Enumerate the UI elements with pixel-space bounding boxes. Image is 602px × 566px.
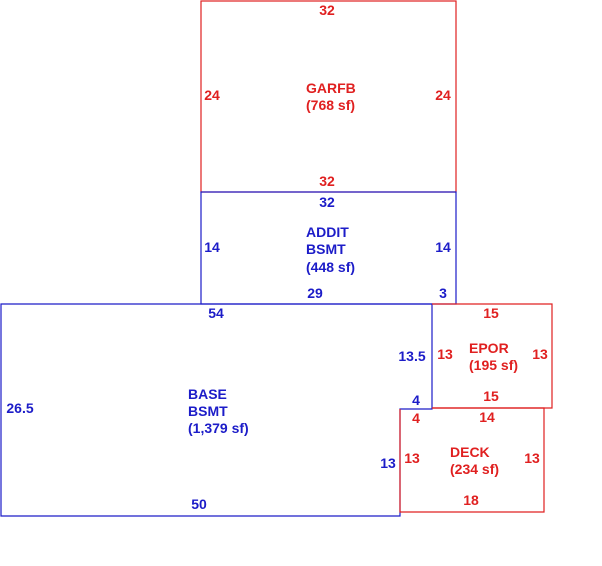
area-addit-bsmt: ADDIT BSMT (448 sf) 32 14 14 29 3 [200,191,457,305]
base-dim-left: 26.5 [6,400,33,416]
base-area: (1,379 sf) [188,420,249,436]
epor-area: (195 sf) [469,357,518,373]
deck-dim-left: 13 [404,450,420,466]
addit-dim-left: 14 [204,239,220,255]
garfb-name: GARFB [306,80,356,96]
epor-dim-right: 13 [532,346,548,362]
base-dim-right-upper: 13.5 [398,348,425,364]
deck-outline [399,407,545,513]
epor-name: EPOR [469,340,509,356]
addit-area: (448 sf) [306,259,355,275]
base-dim-step: 4 [412,392,420,408]
base-name-line2: BSMT [188,403,228,419]
addit-dim-right: 14 [435,239,451,255]
base-dim-bottom: 50 [191,496,207,512]
base-name-line1: BASE [188,386,227,402]
deck-dim-top: 14 [479,409,495,425]
deck-dim-right: 13 [524,450,540,466]
area-epor: EPOR (195 sf) 15 13 13 15 [432,303,553,409]
addit-name-line1: ADDIT [306,224,349,240]
epor-dim-left: 13 [437,346,453,362]
epor-dim-bottom: 15 [483,388,499,404]
base-dim-top: 54 [208,305,224,321]
area-deck: DECK (234 sf) 14 4 13 13 18 [399,407,545,513]
addit-dim-bottom-right: 3 [439,285,447,301]
deck-dim-step: 4 [412,410,420,426]
deck-area: (234 sf) [450,461,499,477]
garfb-dim-left: 24 [204,87,220,103]
epor-dim-top: 15 [483,305,499,321]
addit-name-line2: BSMT [306,241,346,257]
garfb-dim-right: 24 [435,87,451,103]
area-base-bsmt: BASE BSMT (1,379 sf) 54 26.5 13.5 4 13 5… [0,303,433,517]
garfb-dim-top: 32 [319,2,335,18]
garfb-area: (768 sf) [306,97,355,113]
area-garfb: GARFB (768 sf) 32 24 24 32 [200,0,457,193]
addit-dim-bottom-left: 29 [307,285,323,301]
deck-dim-bottom: 18 [463,492,479,508]
garfb-dim-bottom: 32 [319,173,335,189]
addit-dim-top: 32 [319,194,335,210]
base-dim-right-lower: 13 [380,455,396,471]
deck-name: DECK [450,444,490,460]
